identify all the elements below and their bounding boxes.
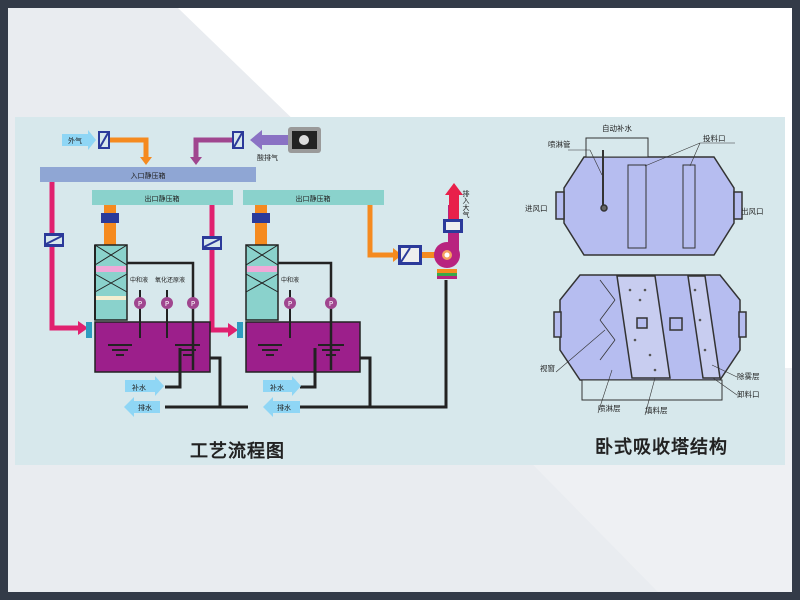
svg-text:补水: 补水 [270,383,284,392]
outside-air-arrow: 外气 [62,130,96,150]
valve-icon [398,245,422,265]
svg-text:P: P [165,300,169,308]
makeup-water-2-arrow: 补水 [263,376,301,396]
spray-layer-label: 喷淋层 [598,403,621,413]
svg-text:P: P [329,300,333,308]
packing-layer-label: 填料层 [645,405,668,415]
pump-icon [161,297,173,309]
svg-text:P: P [191,300,195,308]
svg-text:P: P [138,300,142,308]
demister-layer-label: 除雾层 [737,371,760,381]
tower-structure-title: 卧式吸收塔结构 [595,437,728,458]
outlet-plenum-2-label: 出口静压箱 [296,194,331,203]
valve-icon [232,131,244,149]
air-inlet-label: 进风口 [525,204,548,213]
auto-makeup-water-label: 自动补水 [602,123,632,133]
outside-air-label: 外气 [68,136,82,145]
outlet-plenum-1-label: 出口静压箱 [145,194,180,203]
spray-pipe-label: 喷淋管 [548,139,571,149]
air-outlet-label: 出风口 [741,206,764,216]
neutralizer-1-label: 中和液 [130,276,148,284]
drain-2-arrow: 排水 [263,397,300,417]
exhaust-to-atmosphere-label: 排入大气 [462,189,470,218]
outlet-plenum-2 [243,190,384,205]
makeup-water-1-arrow: 补水 [125,376,164,396]
process-flow-title: 工艺流程图 [190,441,285,462]
inlet-plenum [40,167,256,182]
scrubber-tower-1 [86,205,211,373]
inlet-plenum-label: 入口静压箱 [131,171,166,180]
pump-icon [187,297,199,309]
drain-1-arrow: 排水 [124,397,160,417]
discharge-port-label: 卸料口 [737,389,760,399]
pump-icon [134,297,146,309]
sight-window-label: 视窗 [540,363,555,373]
horizontal-tower-top-view [555,137,743,256]
valve-icon [98,131,110,149]
svg-text:P: P [288,300,292,308]
redox-liquid-label: 氧化还原液 [155,276,185,284]
pump-icon [325,297,337,309]
outlet-plenum-1 [92,190,233,205]
neutralizer-2-label: 中和液 [281,276,299,284]
scrubber-tower-2 [237,205,361,373]
feed-port-label: 投料口 [703,133,726,143]
valve-icon [202,236,222,250]
acid-exhaust-label: 酸排气 [257,153,278,162]
svg-text:排水: 排水 [277,403,291,412]
valve-icon [44,233,64,247]
valve-icon [443,219,463,233]
exhaust-source-icon [288,127,321,153]
svg-text:补水: 补水 [132,383,146,392]
pump-icon [284,297,296,309]
svg-text:排水: 排水 [138,403,152,412]
